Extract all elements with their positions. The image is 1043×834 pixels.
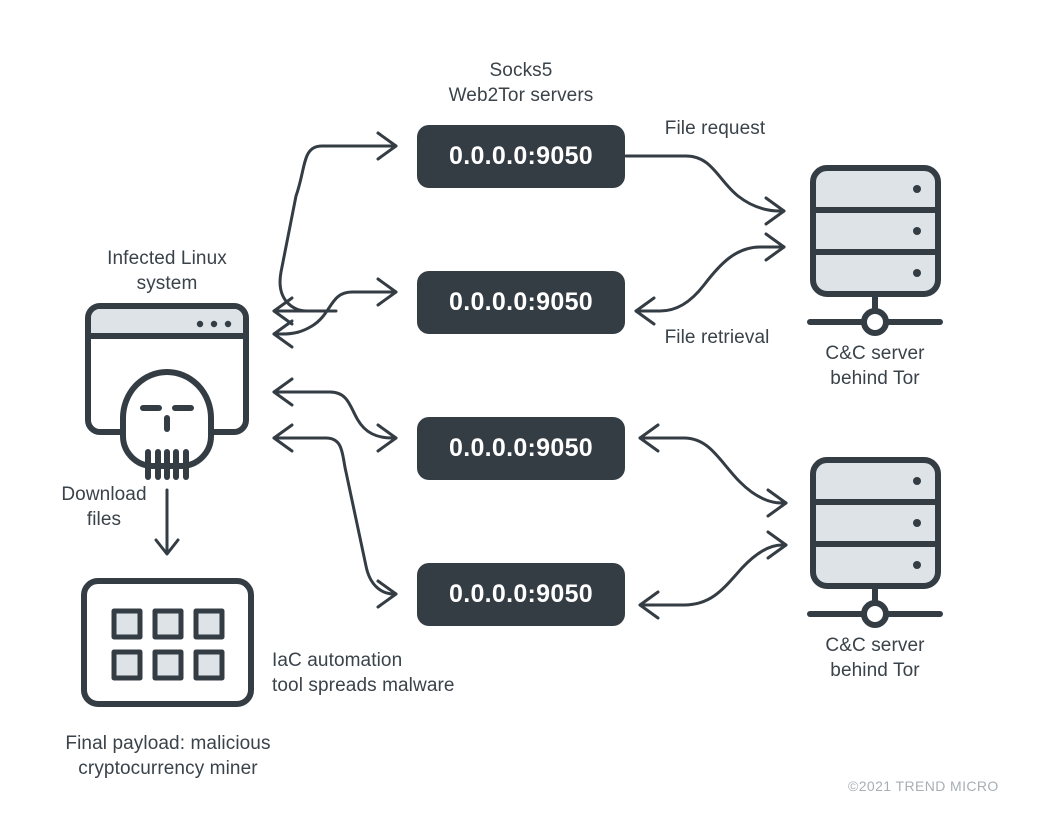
final-payload-label: Final payload: malicious cryptocurrency …: [65, 733, 271, 779]
proxy-node-4[interactable]: 0.0.0.0:9050: [417, 563, 625, 626]
connector-server-top-to-proxy2: [634, 232, 786, 326]
download-files-label: Download files: [61, 484, 147, 530]
infected-system-label: Infected Linux system: [107, 248, 227, 294]
server-rack-top-icon: [807, 165, 943, 336]
file-request-label: File request: [664, 118, 766, 139]
infected-host-icon: [85, 303, 249, 480]
iac-automation-label: IaC automation tool spreads malware: [272, 650, 455, 696]
cc-server-top-label: C&C server behind Tor: [825, 343, 925, 389]
proxy-node-1[interactable]: 0.0.0.0:9050: [417, 125, 625, 188]
proxy-node-2-address: 0.0.0.0:9050: [449, 288, 593, 316]
socks5-servers-label: Socks5 Web2Tor servers: [448, 60, 594, 106]
payload-grid-icon: [81, 578, 254, 707]
window-dot: [196, 320, 204, 328]
connector-proxy3-server-bottom: [638, 423, 788, 518]
connector-proxy1-to-server-top: [624, 154, 786, 226]
download-files-arrow: [154, 488, 180, 556]
connector-host-to-proxy-2: [272, 277, 398, 336]
connector-proxy-to-host-4: [272, 423, 398, 609]
proxy-node-2[interactable]: 0.0.0.0:9050: [417, 271, 625, 334]
connector-proxy4-server-bottom: [638, 530, 788, 620]
connector-proxy-to-host-1: [272, 296, 317, 326]
connector-host-to-proxy-1: [278, 131, 398, 313]
connector-proxy-to-host-3: [272, 377, 398, 453]
proxy-node-1-address: 0.0.0.0:9050: [449, 142, 593, 170]
proxy-node-3-address: 0.0.0.0:9050: [449, 434, 593, 462]
connector-proxy-to-host-2: [272, 319, 294, 349]
proxy-node-3[interactable]: 0.0.0.0:9050: [417, 417, 625, 480]
file-retrieval-label: File retrieval: [664, 327, 770, 348]
cc-server-bottom-label: C&C server behind Tor: [825, 635, 925, 681]
window-dot: [210, 320, 218, 328]
proxy-node-4-address: 0.0.0.0:9050: [449, 580, 593, 608]
copyright-notice: ©2021 TREND MICRO: [848, 778, 999, 794]
window-dot: [224, 320, 232, 328]
server-rack-bottom-icon: [807, 457, 943, 628]
